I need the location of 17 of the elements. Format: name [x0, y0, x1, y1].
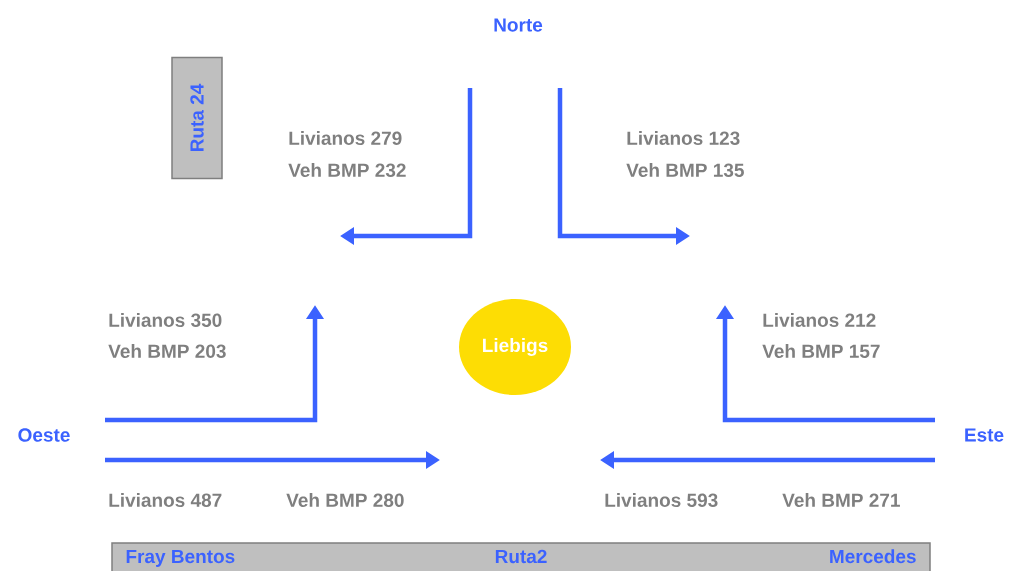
- direction-label: Este: [965, 428, 1004, 442]
- traffic-count: Livianos 487: [109, 493, 222, 507]
- traffic-count: Veh BMP 280: [286, 493, 404, 507]
- direction-label: Oeste: [18, 428, 70, 442]
- traffic-count: Veh BMP 232: [288, 163, 406, 177]
- traffic-count: Livianos 593: [605, 493, 718, 507]
- traffic-count: Livianos 279: [289, 131, 402, 145]
- road-bar: Fray Bentos Ruta2 Mercedes: [111, 542, 931, 571]
- traffic-count: Veh BMP 203: [108, 344, 226, 358]
- traffic-count: Veh BMP 135: [626, 163, 744, 177]
- traffic-count: Livianos 212: [763, 313, 876, 327]
- direction-label: Norte: [494, 18, 543, 32]
- traffic-count: Veh BMP 271: [782, 493, 900, 507]
- road-sign-box: Ruta 24: [171, 56, 223, 180]
- traffic-count: Veh BMP 157: [762, 344, 880, 358]
- traffic-count: Livianos 350: [109, 313, 222, 327]
- traffic-count: Livianos 123: [627, 131, 740, 145]
